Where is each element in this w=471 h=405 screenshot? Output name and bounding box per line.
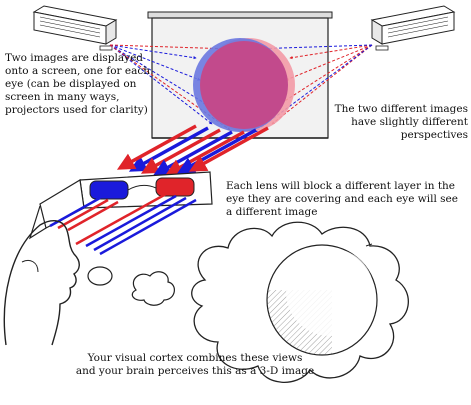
thought-bubble-small	[87, 266, 113, 286]
projector-icon	[32, 5, 118, 51]
projector-icon	[370, 5, 456, 51]
caption-lenses: Each lens will block a different layer i…	[226, 180, 458, 218]
caption-projection: Two images are displayed onto a screen, …	[5, 52, 151, 116]
anaglyph-glasses-icon	[28, 171, 213, 240]
filtered-rays	[49, 192, 197, 256]
projected-image	[193, 38, 295, 132]
caption-perspectives: The two different images have slightly d…	[334, 103, 468, 141]
head-silhouette-icon	[3, 220, 80, 346]
sphere-icon	[266, 244, 378, 356]
caption-cortex: Your visual cortex combines these views …	[75, 352, 315, 377]
image-rays	[116, 124, 269, 176]
thought-bubble-medium	[131, 271, 175, 306]
